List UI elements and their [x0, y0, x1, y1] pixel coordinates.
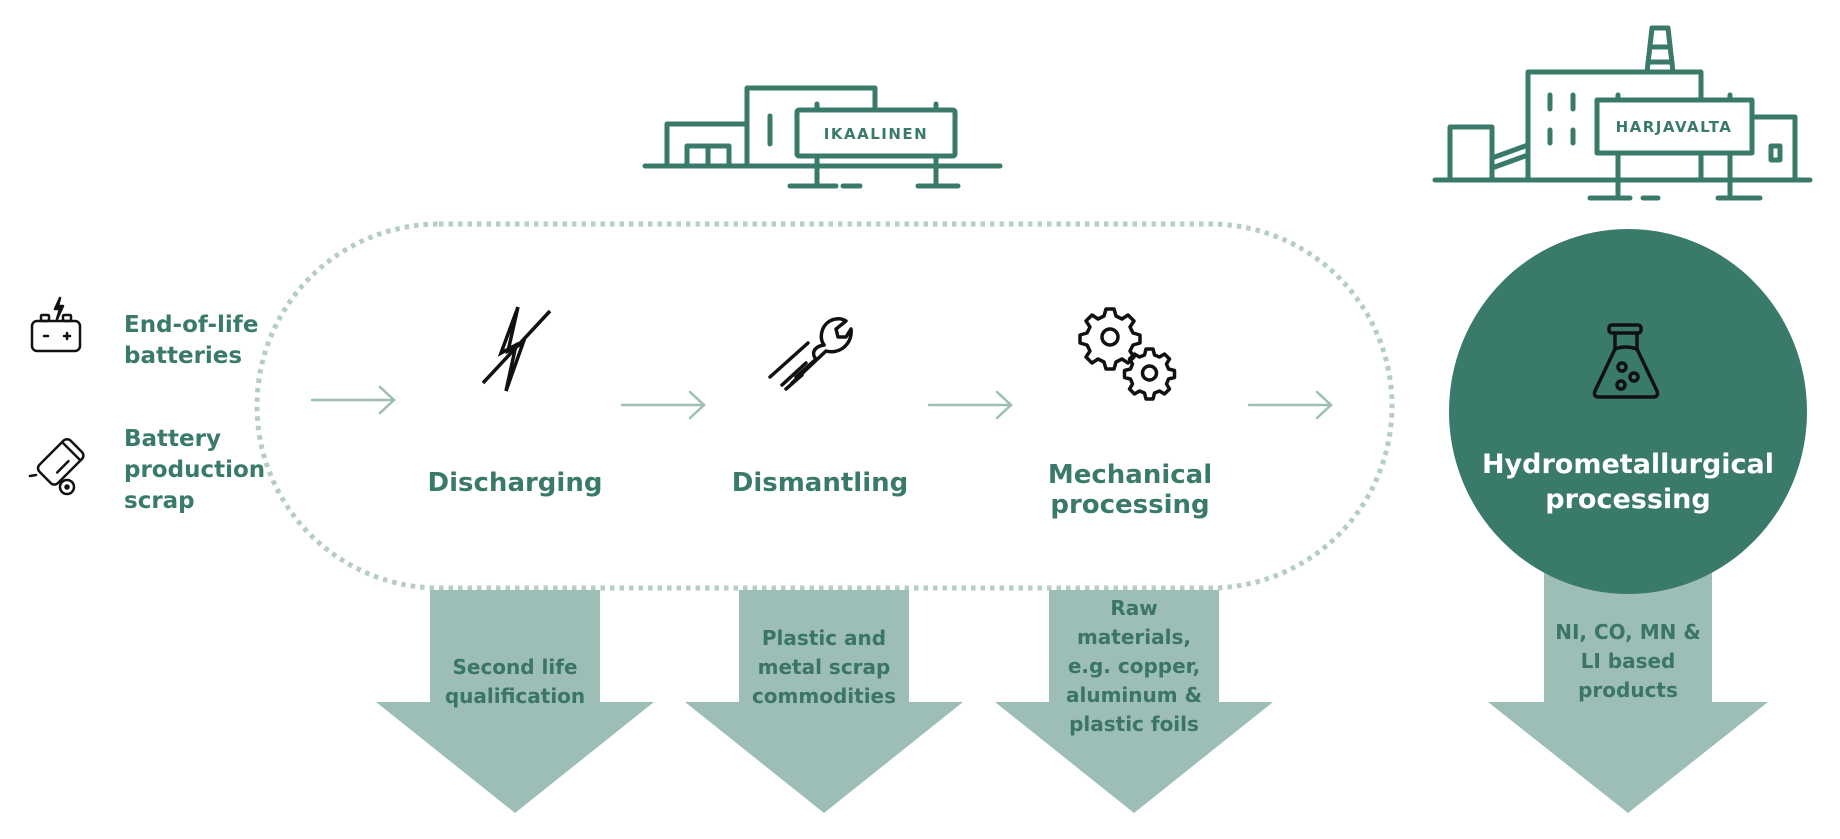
output-line: qualification — [444, 684, 586, 708]
output-text-plastic-metal-scrap: Plastic and metal scrap commodities — [724, 624, 924, 711]
output-line: materials, — [1076, 625, 1192, 649]
battery-cell-scrap-icon — [28, 437, 85, 496]
output-line: aluminum & — [1065, 683, 1202, 707]
output-text-second-life: Second life qualification — [415, 653, 615, 711]
output-line: e.g. copper, — [1067, 654, 1201, 678]
output-text-metal-products: NI, CO, MN & LI based products — [1528, 618, 1728, 705]
output-line: commodities — [751, 684, 897, 708]
step-label-mechanical-processing: Mechanical processing — [1025, 460, 1235, 520]
input-battery-production-scrap: Battery production scrap — [124, 424, 265, 517]
output-line: plastic foils — [1069, 712, 1199, 736]
process-loop-border — [254, 221, 1395, 591]
plant-harjavalta-illustration: HARJAVALTA — [1432, 25, 1813, 201]
flow-arrow-3 — [927, 390, 1013, 420]
hydro-label-line: processing — [1545, 484, 1711, 515]
plant-ikaalinen-illustration: IKAALINEN — [642, 85, 1003, 189]
output-line: NI, CO, MN & — [1555, 620, 1701, 644]
flow-arrow-1 — [310, 385, 396, 415]
output-text-raw-materials: Raw materials, e.g. copper, aluminum & p… — [1034, 594, 1234, 739]
gears-icon — [1078, 307, 1177, 401]
output-line: Plastic and — [761, 626, 887, 650]
flask-icon — [1592, 323, 1660, 399]
lightning-discharge-icon — [481, 306, 552, 392]
input-end-of-life-batteries: End-of-life batteries — [124, 310, 258, 372]
input-label-line: production — [124, 457, 266, 483]
step-label-dismantling: Dismantling — [720, 468, 920, 498]
output-line: metal scrap — [757, 655, 891, 679]
flow-arrow-4 — [1247, 390, 1333, 420]
input-label-line: batteries — [124, 343, 243, 369]
plant-name-ikaalinen: IKAALINEN — [824, 125, 928, 143]
battery-icon — [30, 296, 82, 353]
output-arrow-1 — [376, 590, 654, 813]
output-line: products — [1578, 678, 1678, 702]
input-label-line: scrap — [124, 488, 195, 514]
hydrometallurgical-circle — [1449, 229, 1807, 594]
step-label-line: Discharging — [427, 468, 603, 498]
step-label-line: Mechanical — [1047, 460, 1213, 490]
step-label-line: Dismantling — [731, 468, 909, 498]
step-label-discharging: Discharging — [415, 468, 615, 498]
input-label-line: End-of-life — [124, 312, 259, 338]
plant-name-harjavalta: HARJAVALTA — [1616, 118, 1733, 136]
hydro-label: Hydrometallurgical processing — [1449, 447, 1807, 517]
wrench-icon — [768, 317, 853, 391]
output-line: Raw — [1110, 596, 1158, 620]
flow-arrow-2 — [620, 390, 706, 420]
output-arrow-3 — [995, 590, 1273, 813]
output-line: LI based — [1580, 649, 1676, 673]
output-line: Second life — [452, 655, 578, 679]
hydro-label-line: Hydrometallurgical — [1481, 449, 1775, 480]
input-label-line: Battery — [124, 426, 221, 452]
output-arrow-2 — [685, 590, 963, 813]
step-label-line: processing — [1050, 490, 1210, 520]
output-arrow-4 — [1488, 560, 1768, 813]
